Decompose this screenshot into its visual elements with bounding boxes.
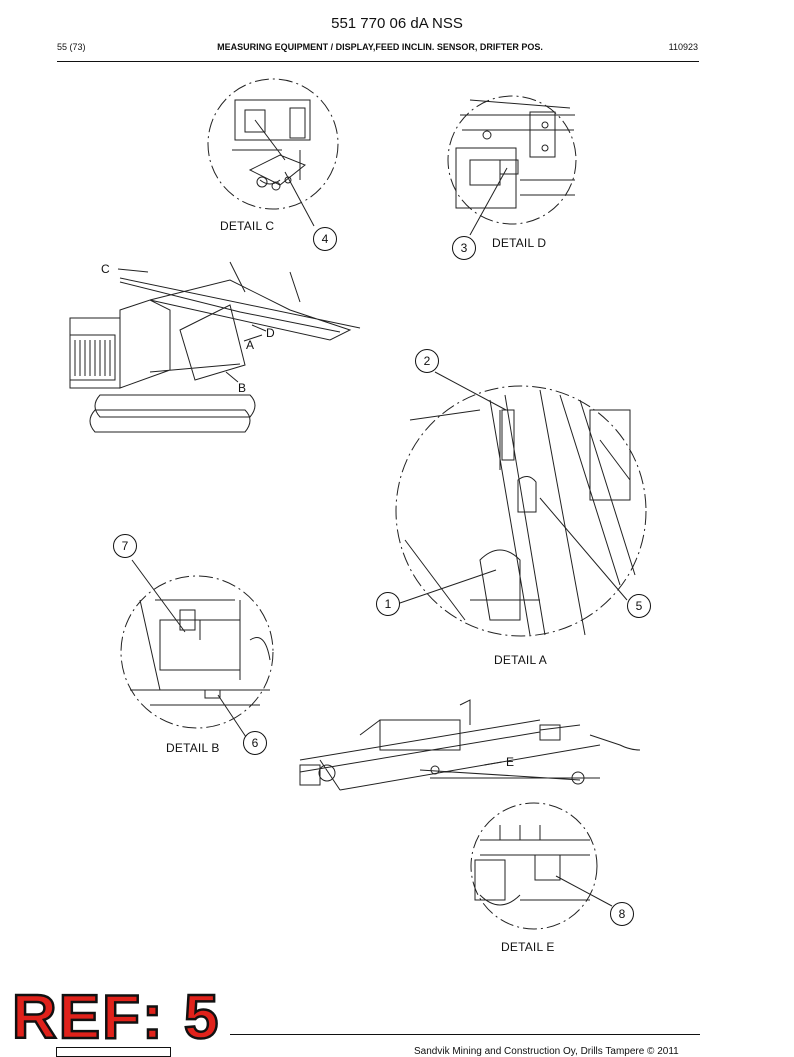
section-title: MEASURING EQUIPMENT / DISPLAY,FEED INCLI…	[217, 42, 543, 52]
detail-c-label: DETAIL C	[220, 219, 275, 233]
rig-overview-drawing	[69, 261, 361, 433]
callout-2: 2	[415, 349, 439, 373]
copyright-text: Sandvik Mining and Construction Oy, Dril…	[414, 1046, 679, 1057]
view-letter-b: B	[238, 381, 247, 395]
callout-5: 5	[627, 594, 651, 618]
view-letter-a: A	[246, 338, 255, 352]
detail-b-label: DETAIL B	[166, 741, 220, 755]
document-title: 551 770 06 dA NSS	[331, 15, 463, 32]
detail-a-label: DETAIL A	[494, 653, 547, 667]
callout-3: 3	[452, 236, 476, 260]
detail-d-label: DETAIL D	[492, 236, 547, 250]
page-number: 55 (73)	[57, 42, 86, 52]
callout-1: 1	[376, 592, 400, 616]
callout-8: 8	[610, 902, 634, 926]
callout-6: 6	[243, 731, 267, 755]
detail-b-drawing	[120, 559, 274, 738]
sandvik-logo	[56, 1047, 171, 1057]
callout-4: 4	[313, 227, 337, 251]
view-letter-d: D	[266, 326, 275, 340]
detail-d-drawing	[447, 95, 577, 236]
detail-e-drawing	[470, 802, 613, 930]
footer-rule	[230, 1034, 700, 1035]
boom-drawing	[299, 699, 641, 791]
header-rule	[57, 61, 699, 62]
detail-c-drawing	[207, 78, 339, 227]
ref-stamp: REF: 5	[11, 982, 221, 1054]
date-code: 110923	[668, 42, 698, 52]
view-letter-e: E	[506, 755, 515, 769]
view-letter-c: C	[101, 262, 110, 276]
detail-e-label: DETAIL E	[501, 940, 555, 954]
callout-7: 7	[113, 534, 137, 558]
detail-a-drawing	[395, 371, 647, 637]
